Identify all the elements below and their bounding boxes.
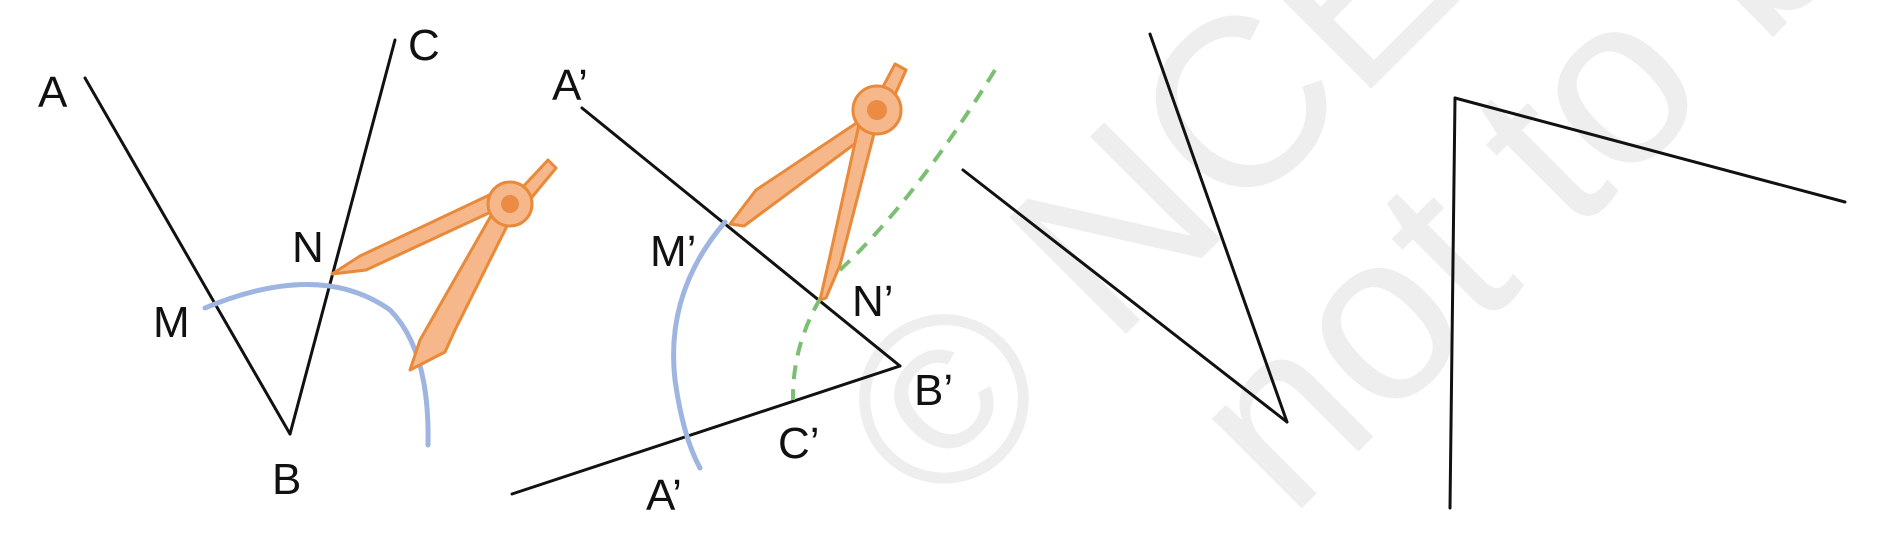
panel-1-original-angle: A C N M B: [38, 21, 558, 504]
ray-bc: [288, 38, 397, 436]
ray-b-prime-a-prime: [580, 106, 902, 368]
ray-4-left: [1448, 96, 1457, 510]
watermark: © NCERT not to be republished: [787, 0, 1887, 544]
label-m: M: [153, 298, 190, 347]
label-b-prime: B’: [914, 366, 953, 415]
arc-n-prime-dashed: [790, 68, 997, 401]
panel-4-obtuse-angle: [1448, 96, 1847, 510]
label-n: N: [292, 223, 324, 272]
compass-icon: [728, 62, 908, 302]
label-a-prime-bottom: A’: [646, 471, 682, 520]
panel-2-copied-angle: A’ M’ N’ B’ C’ A’: [510, 61, 997, 520]
arc-mn: [202, 282, 431, 448]
panel-3-acute-angle: [961, 32, 1289, 424]
label-b: B: [272, 455, 301, 504]
label-n-prime: N’: [852, 277, 894, 326]
label-c-prime: C’: [778, 419, 820, 468]
label-a-prime-top: A’: [552, 61, 588, 110]
ray-3-right: [1148, 32, 1289, 424]
label-c: C: [408, 21, 440, 70]
compass-icon: [330, 158, 558, 372]
ray-b-prime-c-prime: [510, 364, 902, 496]
label-m-prime: M’: [650, 227, 696, 276]
label-a: A: [38, 68, 68, 117]
ray-3-left: [961, 168, 1289, 424]
ray-4-right: [1453, 96, 1847, 204]
ray-ba: [83, 76, 292, 436]
arc-m-prime: [671, 219, 728, 471]
